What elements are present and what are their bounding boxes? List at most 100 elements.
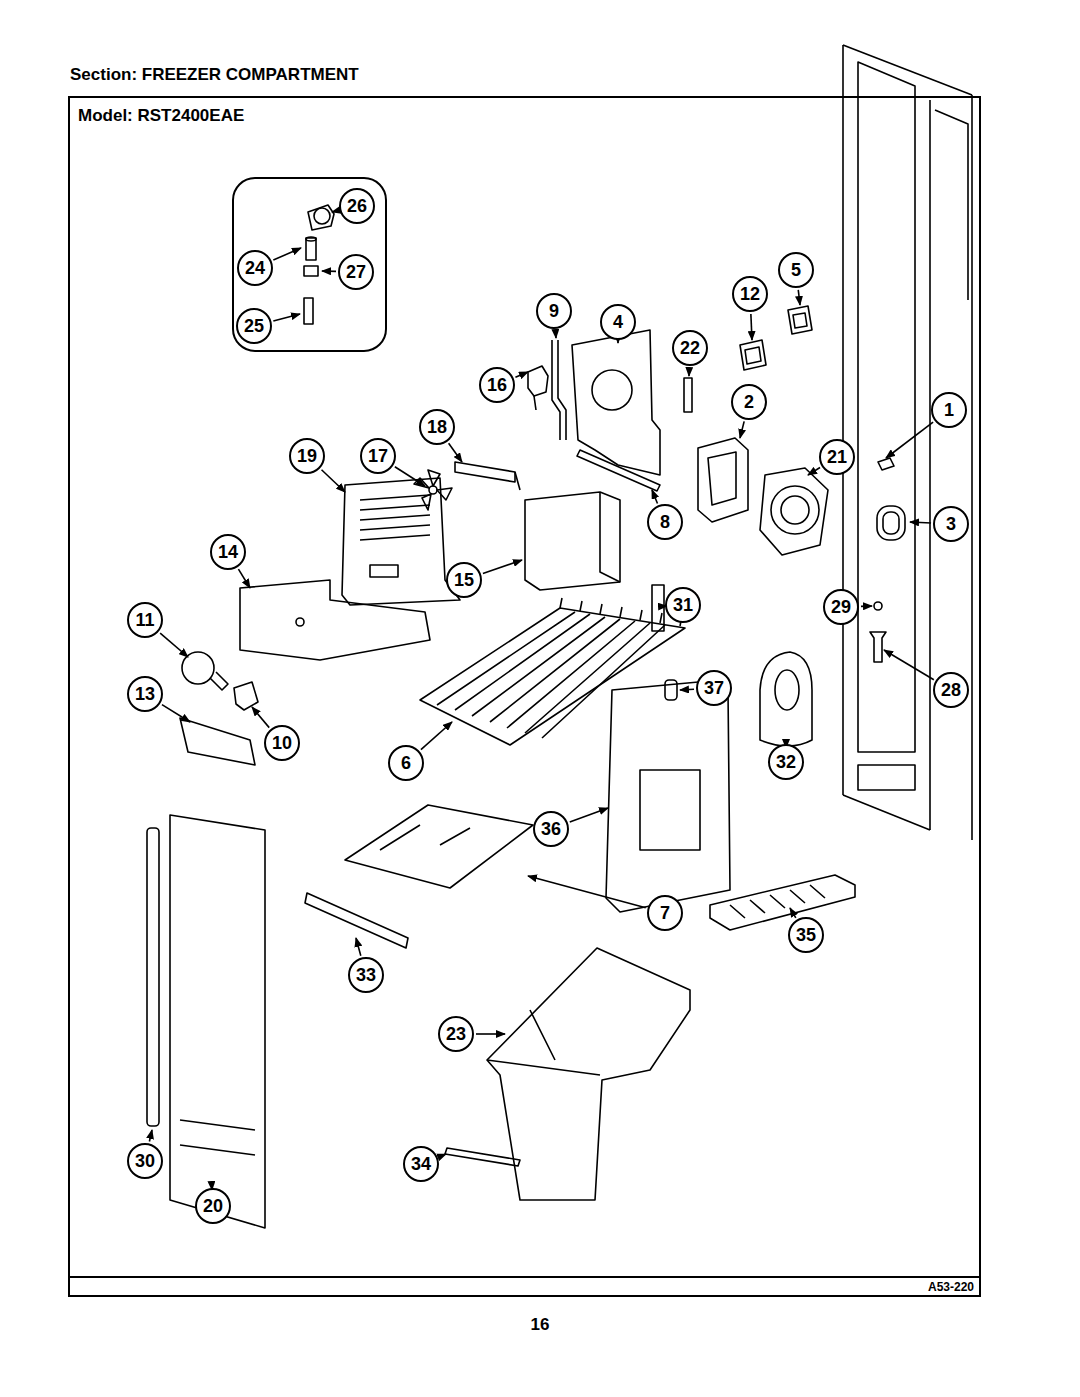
callout-number: 33 — [356, 966, 376, 984]
callout-number: 8 — [660, 513, 670, 531]
callout-number: 1 — [944, 401, 954, 419]
callout-circle: 34 — [403, 1146, 439, 1182]
callout-circle: 5 — [778, 252, 814, 288]
leader-arrow — [688, 368, 690, 376]
panel-20 — [170, 815, 265, 1228]
callout-circle: 9 — [536, 293, 572, 329]
inset-box — [233, 178, 386, 351]
callout-circle: 32 — [768, 744, 804, 780]
callout-number: 17 — [368, 447, 388, 465]
callout-number: 6 — [401, 754, 411, 772]
tube-8 — [577, 450, 660, 491]
callout-circle: 26 — [339, 188, 375, 224]
callout-number: 25 — [244, 317, 264, 335]
leader-arrow — [886, 422, 933, 458]
callout-number: 21 — [827, 448, 847, 466]
leader-arrow — [884, 650, 934, 680]
leader-arrow — [476, 1033, 505, 1035]
callout-number: 36 — [541, 820, 561, 838]
bracket-14 — [240, 580, 430, 660]
shroud-21 — [760, 468, 828, 555]
callout-number: 12 — [740, 285, 760, 303]
callout-circle: 17 — [360, 438, 396, 474]
callout-circle: 20 — [195, 1188, 231, 1224]
drawing-number: A53-220 — [928, 1281, 974, 1294]
valve-parts — [304, 205, 334, 324]
callout-number: 2 — [744, 393, 754, 411]
bin-23 — [487, 948, 690, 1200]
callout-circle: 7 — [647, 895, 683, 931]
callout-circle: 27 — [338, 254, 374, 290]
callout-circle: 24 — [237, 250, 273, 286]
callout-circle: 25 — [236, 308, 272, 344]
socket-10 — [234, 682, 258, 710]
callout-number: 29 — [831, 598, 851, 616]
bracket-2 — [698, 438, 748, 522]
thermostat-16 — [528, 366, 548, 410]
cover-32 — [760, 652, 812, 746]
callout-circle: 13 — [127, 676, 163, 712]
leader-arrow — [160, 633, 188, 657]
leader-arrow — [322, 270, 336, 272]
leader-arrow — [238, 569, 250, 588]
model-label: Model: RST2400EAE — [78, 107, 244, 126]
callout-number: 23 — [446, 1025, 466, 1043]
callout-circle: 29 — [823, 589, 859, 625]
leader-arrow — [273, 314, 300, 321]
leader-arrow — [332, 211, 338, 212]
callout-number: 14 — [218, 543, 238, 561]
page-number: 16 — [531, 1316, 550, 1335]
glass-shelf-7 — [345, 805, 533, 888]
callout-number: 30 — [135, 1152, 155, 1170]
leader-arrow — [273, 248, 301, 260]
callout-circle: 22 — [672, 330, 708, 366]
plate-4 — [572, 330, 660, 475]
spacer-37 — [665, 680, 677, 700]
leader-arrow — [449, 443, 462, 462]
leader-arrow — [421, 722, 452, 750]
callout-number: 19 — [297, 447, 317, 465]
callout-circle: 33 — [348, 957, 384, 993]
leader-arrow — [808, 468, 820, 475]
callout-number: 3 — [946, 515, 956, 533]
callout-number: 26 — [347, 197, 367, 215]
callout-number: 20 — [203, 1197, 223, 1215]
callout-number: 10 — [272, 734, 292, 752]
leader-arrow — [617, 342, 619, 343]
footer-rule — [69, 1276, 980, 1278]
grille-19 — [342, 478, 460, 605]
leader-arrow — [515, 372, 528, 377]
callout-circle: 4 — [600, 304, 636, 340]
leader-arrow — [910, 522, 931, 523]
leader-arrow — [861, 605, 872, 607]
leader-arrow — [252, 707, 269, 728]
callout-circle: 16 — [479, 367, 515, 403]
leader-arrow — [570, 808, 608, 822]
callout-number: 15 — [454, 571, 474, 589]
callout-number: 37 — [704, 679, 724, 697]
leader-arrow — [528, 876, 646, 908]
callout-circle: 6 — [388, 745, 424, 781]
panel-36 — [606, 680, 730, 912]
leader-arrow — [149, 1130, 152, 1141]
callout-circle: 21 — [819, 439, 855, 475]
leader-arrow — [440, 1154, 446, 1157]
callout-circle: 37 — [696, 670, 732, 706]
callout-number: 11 — [135, 611, 154, 629]
strip-34 — [445, 1148, 520, 1166]
screw-1 — [878, 458, 894, 470]
callout-circle: 1 — [931, 392, 967, 428]
callout-circle: 3 — [933, 506, 969, 542]
fan-17 — [414, 470, 452, 510]
callout-number: 13 — [135, 685, 155, 703]
leader-arrow — [162, 705, 190, 722]
leader-arrow — [555, 331, 557, 338]
callout-circle: 19 — [289, 438, 325, 474]
wire-shelf-6 — [420, 598, 685, 745]
callout-number: 35 — [796, 926, 816, 944]
cabinet-liner — [843, 45, 972, 840]
leader-arrow — [652, 490, 657, 503]
bezel-3 — [877, 506, 905, 540]
leader-arrow — [798, 290, 800, 305]
cover-13 — [180, 718, 255, 765]
